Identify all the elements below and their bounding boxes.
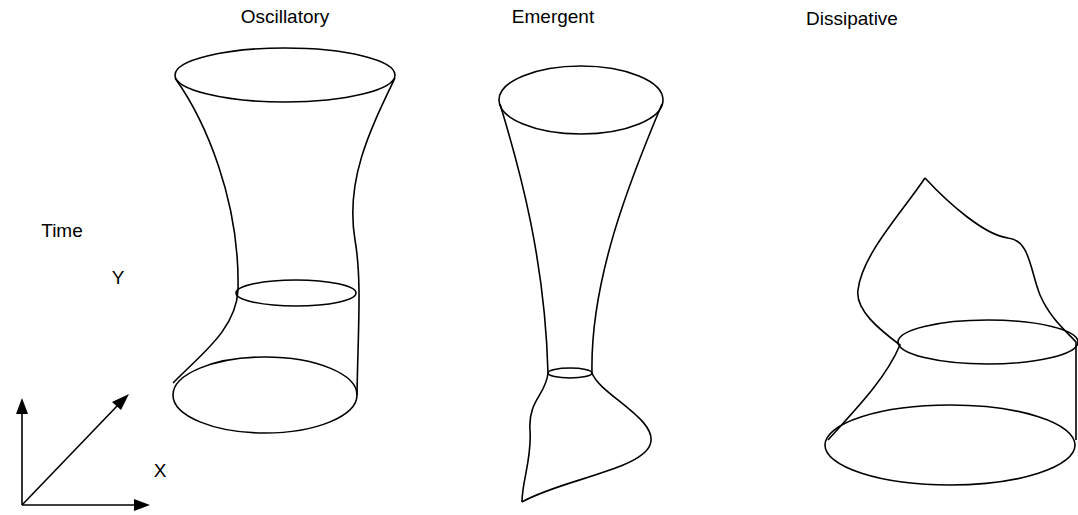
ellipse bbox=[825, 405, 1075, 485]
x-axis bbox=[22, 504, 135, 506]
ellipse bbox=[236, 280, 356, 306]
tube-side bbox=[828, 178, 925, 440]
ellipse bbox=[898, 320, 1078, 364]
tube-side bbox=[925, 178, 1076, 440]
ellipse bbox=[173, 357, 357, 433]
arrowhead bbox=[134, 499, 150, 511]
axis-label: Y bbox=[112, 267, 125, 290]
dissipative-tube bbox=[825, 178, 1078, 485]
oscillatory-tube bbox=[173, 48, 395, 433]
tube-side bbox=[500, 104, 548, 502]
shape-title: Oscillatory bbox=[241, 6, 330, 29]
arrowhead bbox=[112, 394, 129, 410]
emergent-tube bbox=[499, 66, 663, 502]
tube-side bbox=[522, 104, 662, 502]
axes bbox=[16, 394, 150, 511]
shape-title: Dissipative bbox=[806, 8, 898, 31]
time-axis bbox=[21, 412, 23, 505]
y-axis bbox=[22, 404, 119, 505]
shape-title: Emergent bbox=[512, 6, 594, 29]
tube-side bbox=[173, 78, 238, 383]
arrowhead bbox=[16, 398, 28, 414]
axis-label: X bbox=[154, 460, 167, 483]
ellipse bbox=[175, 48, 395, 102]
tube-side bbox=[353, 78, 395, 395]
ellipse bbox=[499, 66, 663, 134]
axis-label: Time bbox=[41, 220, 83, 243]
ellipse bbox=[548, 368, 592, 378]
